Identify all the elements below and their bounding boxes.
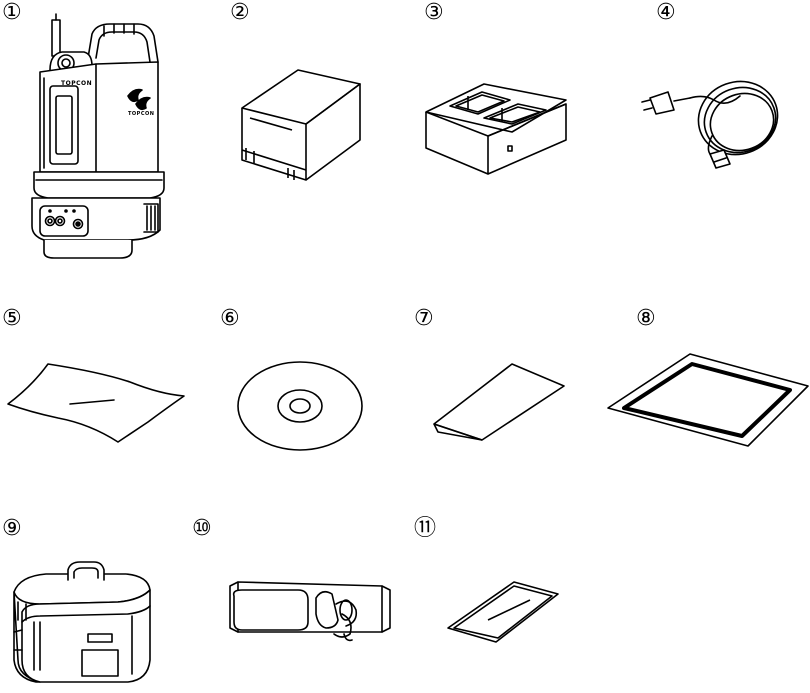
carrying-case-icon (0, 510, 200, 693)
item-2: ② (228, 0, 388, 200)
brand-logo-upper: TOPCON (61, 80, 92, 87)
framed-sheet-icon (600, 300, 810, 460)
item-10: ⑩ (186, 510, 406, 693)
item-6: ⑥ (218, 300, 388, 460)
item-3: ③ (422, 0, 592, 200)
cd-rom-icon (218, 300, 388, 460)
item-4: ④ (634, 0, 810, 200)
item-9: ⑨ (0, 510, 200, 693)
lens-cloth-icon (0, 300, 200, 460)
carrying-strap-icon (186, 510, 406, 693)
protective-bag-icon (412, 510, 592, 693)
brand-logo-lower: TOPCON (128, 111, 154, 117)
item-7: ⑦ (412, 300, 592, 460)
total-station-icon (0, 0, 200, 270)
battery-charger-icon (422, 0, 592, 200)
item-8: ⑧ (600, 300, 810, 460)
folded-leaflet-icon (412, 300, 592, 460)
battery-icon (228, 0, 388, 200)
item-1: ① (0, 0, 200, 270)
item-5: ⑤ (0, 300, 200, 460)
power-cable-icon (634, 0, 810, 200)
item-11: ⑪ (412, 510, 592, 693)
